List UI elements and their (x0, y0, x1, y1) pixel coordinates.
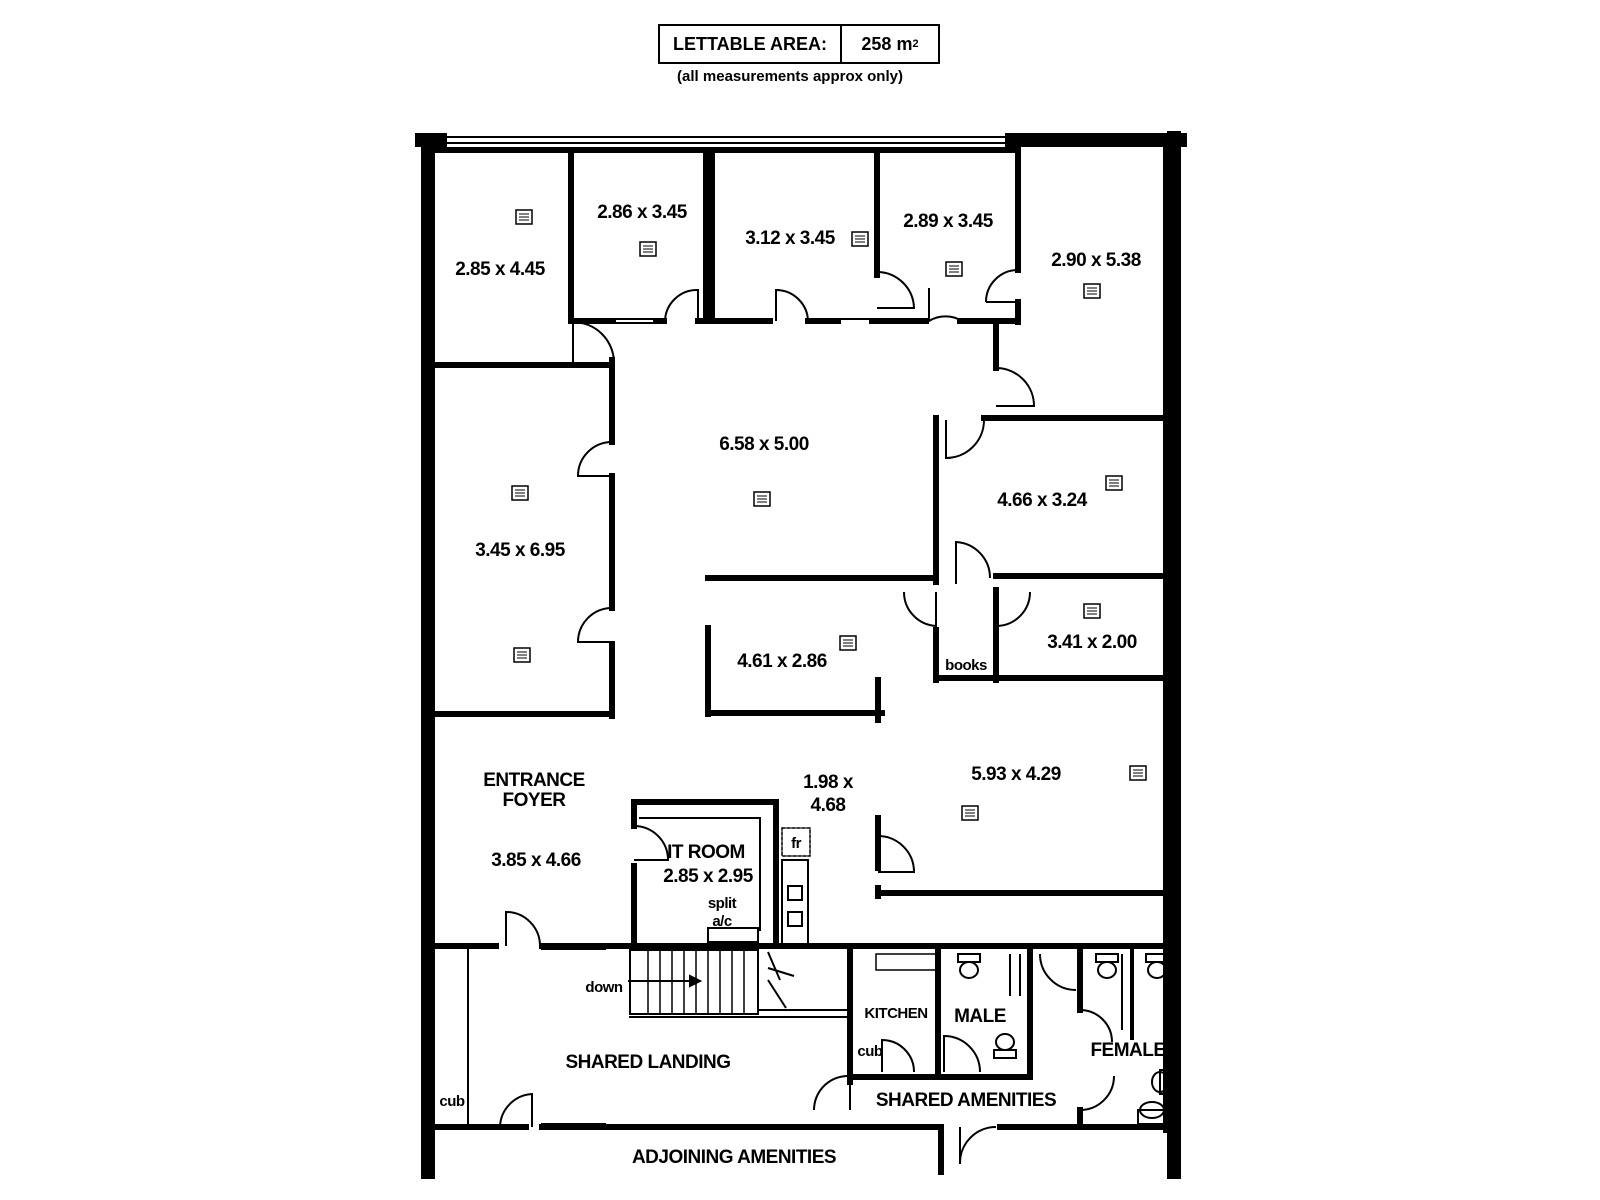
vent-icon (639, 241, 657, 257)
basin-icon (1137, 1101, 1167, 1125)
stairs-down-label: down (585, 979, 622, 996)
room-dims-label: 2.89 x 3.45 (903, 211, 994, 232)
vent-icon (515, 209, 533, 225)
vent-icon (851, 231, 869, 247)
corridor-dims-label: 4.68 (811, 795, 846, 816)
room-dims-label: 3.45 x 6.95 (475, 540, 566, 561)
basin-icon (1151, 1069, 1171, 1095)
room-dims-label: 4.61 x 2.86 (737, 651, 827, 672)
room-dims-label: 2.90 x 5.38 (1051, 250, 1141, 271)
female-label: FEMALE (1090, 1040, 1165, 1061)
toilet-icon (993, 1033, 1017, 1059)
vent-icon (945, 261, 963, 277)
vent-icon (961, 805, 979, 821)
books-label: books (945, 657, 987, 674)
male-label: MALE (954, 1006, 1006, 1027)
kitchen-label: KITCHEN (864, 1005, 927, 1022)
toilet-fixtures (629, 950, 1171, 1125)
vent-icon (1105, 475, 1123, 491)
it-room-name-label: IT ROOM (667, 842, 745, 863)
vent-icon (1083, 283, 1101, 299)
walls (415, 131, 1187, 1179)
split-ac-unit (707, 927, 759, 943)
foyer-name-label: ENTRANCE (483, 770, 585, 791)
split-ac-label: split (708, 895, 737, 912)
split-ac-label: a/c (712, 913, 732, 930)
vent-icon (513, 647, 531, 663)
vent-icon (1129, 765, 1147, 781)
shared-amenities-label: SHARED AMENITIES (876, 1090, 1056, 1111)
foyer-name-label: FOYER (503, 790, 567, 811)
shared-landing-label: SHARED LANDING (565, 1052, 730, 1073)
room-dims-label: 3.41 x 2.00 (1047, 632, 1137, 653)
cub-label: cub (439, 1093, 465, 1110)
toilet-icon (957, 953, 981, 979)
room-dims-label: 6.58 x 5.00 (719, 434, 809, 455)
corridor-dims-label: 1.98 x (803, 772, 854, 793)
cub-label: cub (857, 1043, 883, 1060)
vent-icon (839, 635, 857, 651)
area-superscript: 2 (912, 38, 919, 50)
room-dims-label: 2.85 x 4.45 (455, 259, 546, 280)
stair-arrow (628, 974, 703, 988)
room-dims-label: 4.66 x 3.24 (997, 490, 1088, 511)
room-dims-label: 3.12 x 3.45 (745, 228, 836, 249)
toilet-icon (1145, 953, 1169, 979)
it-room-dims-label: 2.85 x 2.95 (663, 866, 754, 887)
room-labels: 2.85 x 4.45 2.86 x 3.45 3.12 x 3.45 2.89… (439, 202, 1166, 1168)
adjoining-amenities-label: ADJOINING AMENITIES (632, 1147, 836, 1168)
doors (499, 269, 1115, 1165)
foyer-dims-label: 3.85 x 4.66 (491, 850, 581, 871)
vent-icon (753, 491, 771, 507)
toilet-icon (1095, 953, 1119, 979)
measurements-note: (all measurements approx only) (677, 68, 903, 85)
fridge-label: fr (791, 835, 801, 852)
room-dims-label: 5.93 x 4.29 (971, 764, 1061, 785)
ceiling-vents (511, 209, 1147, 821)
room-dims-label: 2.86 x 3.45 (597, 202, 688, 223)
vent-icon (1083, 603, 1101, 619)
vent-icon (511, 485, 529, 501)
